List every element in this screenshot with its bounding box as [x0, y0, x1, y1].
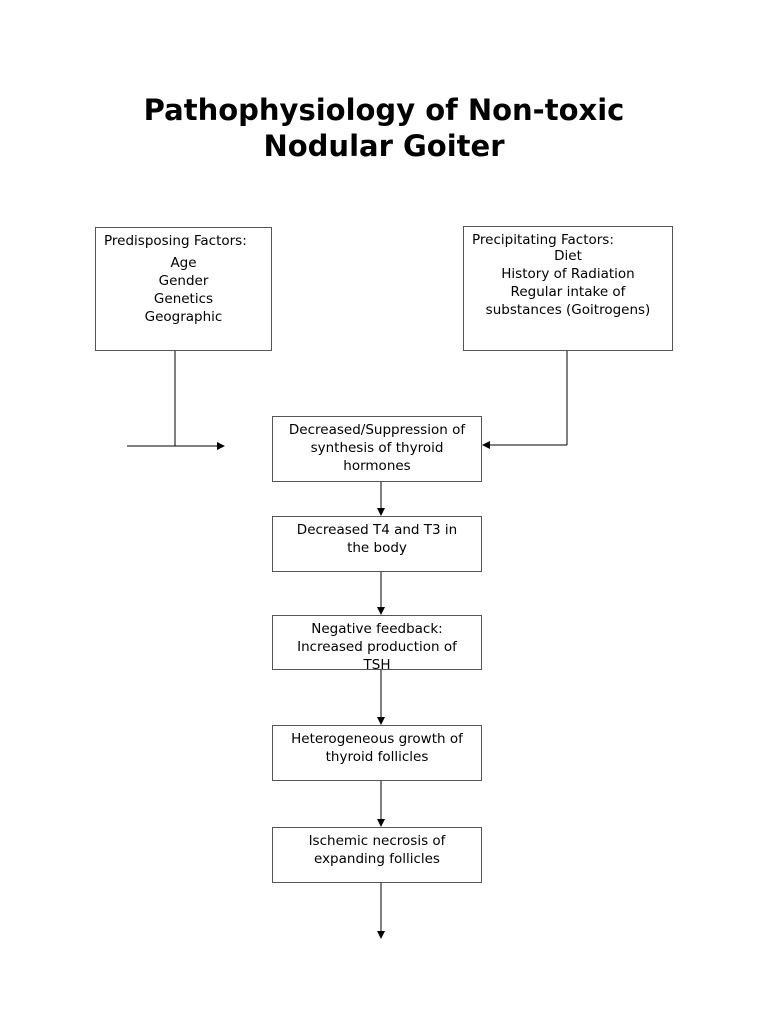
flow-step-line: TSH — [363, 657, 391, 670]
precipitating-item: substances (Goitrogens) — [485, 302, 651, 318]
flow-step-box: Ischemic necrosis of expanding follicles — [272, 827, 482, 883]
flow-step-line: Decreased T4 and T3 in — [296, 522, 458, 538]
precipitating-factors-box: Precipitating Factors: Diet History of R… — [463, 226, 673, 351]
precipitating-heading: Precipitating Factors: — [472, 232, 614, 248]
flow-step-line: expanding follicles — [314, 851, 440, 867]
precipitating-items: Diet History of Radiation Regular intake… — [464, 247, 672, 319]
flow-step-line: the body — [347, 540, 407, 556]
precipitating-item: Regular intake of — [510, 284, 626, 300]
predisposing-item: Geographic — [144, 309, 223, 325]
title-line-1: Pathophysiology of Non-toxic — [143, 93, 625, 127]
title-line-2: Nodular Goiter — [263, 129, 505, 163]
predisposing-item: Genetics — [153, 291, 214, 307]
predisposing-item: Age — [170, 255, 197, 271]
flow-step-line: Heterogeneous growth of — [291, 731, 463, 747]
flow-step-line: Increased production of — [297, 639, 457, 655]
flow-step-line: synthesis of thyroid — [310, 440, 444, 456]
flow-step-line: Negative feedback: — [311, 621, 443, 637]
flow-step-line: Decreased/Suppression of — [288, 422, 466, 438]
predisposing-heading: Predisposing Factors: — [104, 233, 247, 249]
predisposing-item: Gender — [158, 273, 209, 289]
flow-step-line: thyroid follicles — [325, 749, 429, 765]
flow-step-line: hormones — [343, 458, 411, 474]
flow-step-box: Heterogeneous growth of thyroid follicle… — [272, 725, 482, 781]
flow-step-box: Decreased T4 and T3 in the body — [272, 516, 482, 572]
flow-step-box: Negative feedback: Increased production … — [272, 615, 482, 670]
flow-step-box: Decreased/Suppression of synthesis of th… — [272, 416, 482, 482]
precipitating-item: Diet — [554, 248, 582, 264]
flow-step-line: Ischemic necrosis of — [308, 833, 446, 849]
predisposing-items: Age Gender Genetics Geographic — [96, 254, 271, 326]
predisposing-factors-box: Predisposing Factors: Age Gender Genetic… — [95, 227, 272, 351]
precipitating-item: History of Radiation — [501, 266, 635, 282]
diagram-title: Pathophysiology of Non-toxic Nodular Goi… — [84, 92, 684, 164]
